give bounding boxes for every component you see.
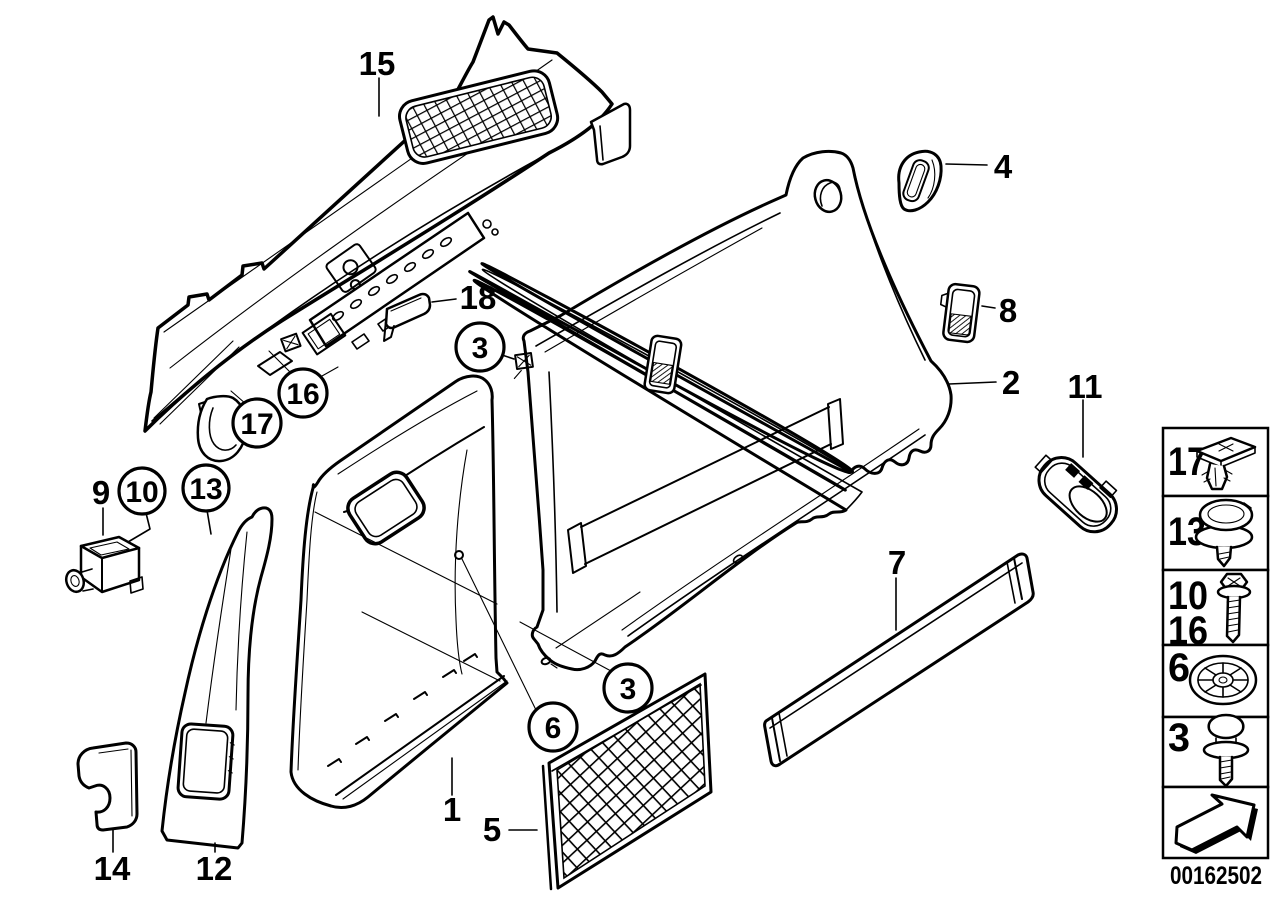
nav-arrow-icon (1174, 793, 1258, 854)
callout-circle-17[interactable]: 17 (231, 397, 283, 449)
callout-circle-3a-label: 3 (472, 332, 489, 365)
callout-11[interactable]: 11 (1068, 368, 1103, 405)
legend-cell-nav[interactable] (1161, 785, 1270, 860)
legend-3-label: 3 (1168, 716, 1190, 760)
callout-8[interactable]: 8 (999, 292, 1017, 329)
strap-end-right (827, 398, 844, 450)
legend-cell-6[interactable]: 6 (1161, 643, 1270, 719)
belt-guide-mechanism (325, 243, 377, 293)
legend-cell-17[interactable]: 17 (1161, 426, 1270, 498)
callout-2[interactable]: 2 (1002, 364, 1020, 401)
callout-5[interactable]: 5 (483, 811, 501, 848)
pillar-trim-cutout (176, 722, 235, 801)
callout-circle-16-label: 16 (286, 378, 319, 411)
callout-15[interactable]: 15 (359, 45, 396, 82)
part-18-cover-cap (383, 292, 432, 342)
callout-circle-3b[interactable]: 3 (602, 662, 654, 714)
part-1-trim-panel (289, 374, 509, 810)
part-11-lamp (1034, 454, 1119, 534)
callout-18[interactable]: 18 (460, 279, 497, 316)
legend-cell-3[interactable]: 3 (1161, 713, 1270, 789)
part-4-oval-cover (897, 149, 943, 213)
screw-washer-icon (1216, 572, 1252, 644)
grommet-clip-icon (1194, 498, 1254, 568)
part-8-fitting (939, 282, 981, 344)
callout-circle-17-label: 17 (240, 408, 273, 441)
leader-lines (102, 77, 1084, 853)
legend-10-label: 10 (1168, 574, 1208, 618)
callout-7[interactable]: 7 (888, 544, 906, 581)
grab-handle-recess (346, 470, 426, 546)
callout-circle-10[interactable]: 10 (117, 466, 167, 516)
circled-callouts: 3 3 6 10 13 16 17 (117, 321, 654, 753)
callout-circle-16[interactable]: 16 (277, 367, 329, 419)
part-15-sill-rail (196, 211, 499, 463)
callout-circle-13[interactable]: 13 (181, 463, 231, 513)
callout-1[interactable]: 1 (443, 791, 461, 828)
part-7-sill-strip (763, 552, 1035, 768)
legend-cell-13[interactable]: 13 (1161, 494, 1270, 572)
callout-circle-13-label: 13 (189, 473, 222, 506)
callout-circle-10-label: 10 (125, 476, 158, 509)
callout-12[interactable]: 12 (196, 850, 233, 887)
expanding-rivet-icon (1202, 713, 1250, 788)
fan-washer-icon (1188, 654, 1258, 706)
callout-4[interactable]: 4 (994, 148, 1013, 185)
callout-circle-3b-label: 3 (620, 673, 637, 706)
image-number: 00162502 (1170, 862, 1262, 890)
part-2-lateral-trim-panel (468, 149, 953, 672)
part-15-upper-trim (143, 15, 632, 433)
part-14-bracket-cover (76, 741, 139, 832)
legend-panel: 17 13 10 16 (1161, 426, 1270, 890)
callout-9[interactable]: 9 (92, 474, 110, 511)
part-9-mount-bracket (64, 535, 144, 594)
cargo-strap (580, 406, 832, 565)
legend-6-label: 6 (1168, 646, 1190, 690)
expanding-nut-icon (1195, 436, 1257, 491)
corner-clip (513, 351, 534, 380)
part-5-luggage-net (541, 672, 713, 891)
part-12-pillar-trim (160, 506, 274, 850)
legend-17-label: 17 (1168, 440, 1206, 484)
strap-loop-fitting (643, 334, 683, 395)
callout-circle-6-label: 6 (545, 712, 562, 745)
callout-circle-6[interactable]: 6 (527, 701, 579, 753)
legend-cell-10-16[interactable]: 10 16 (1161, 568, 1270, 653)
callout-circle-3a[interactable]: 3 (454, 321, 506, 373)
callout-14[interactable]: 14 (94, 850, 131, 887)
strap-end-left (567, 522, 587, 574)
plain-callouts: 15 18 4 8 2 11 7 9 14 12 1 5 (92, 45, 1103, 887)
